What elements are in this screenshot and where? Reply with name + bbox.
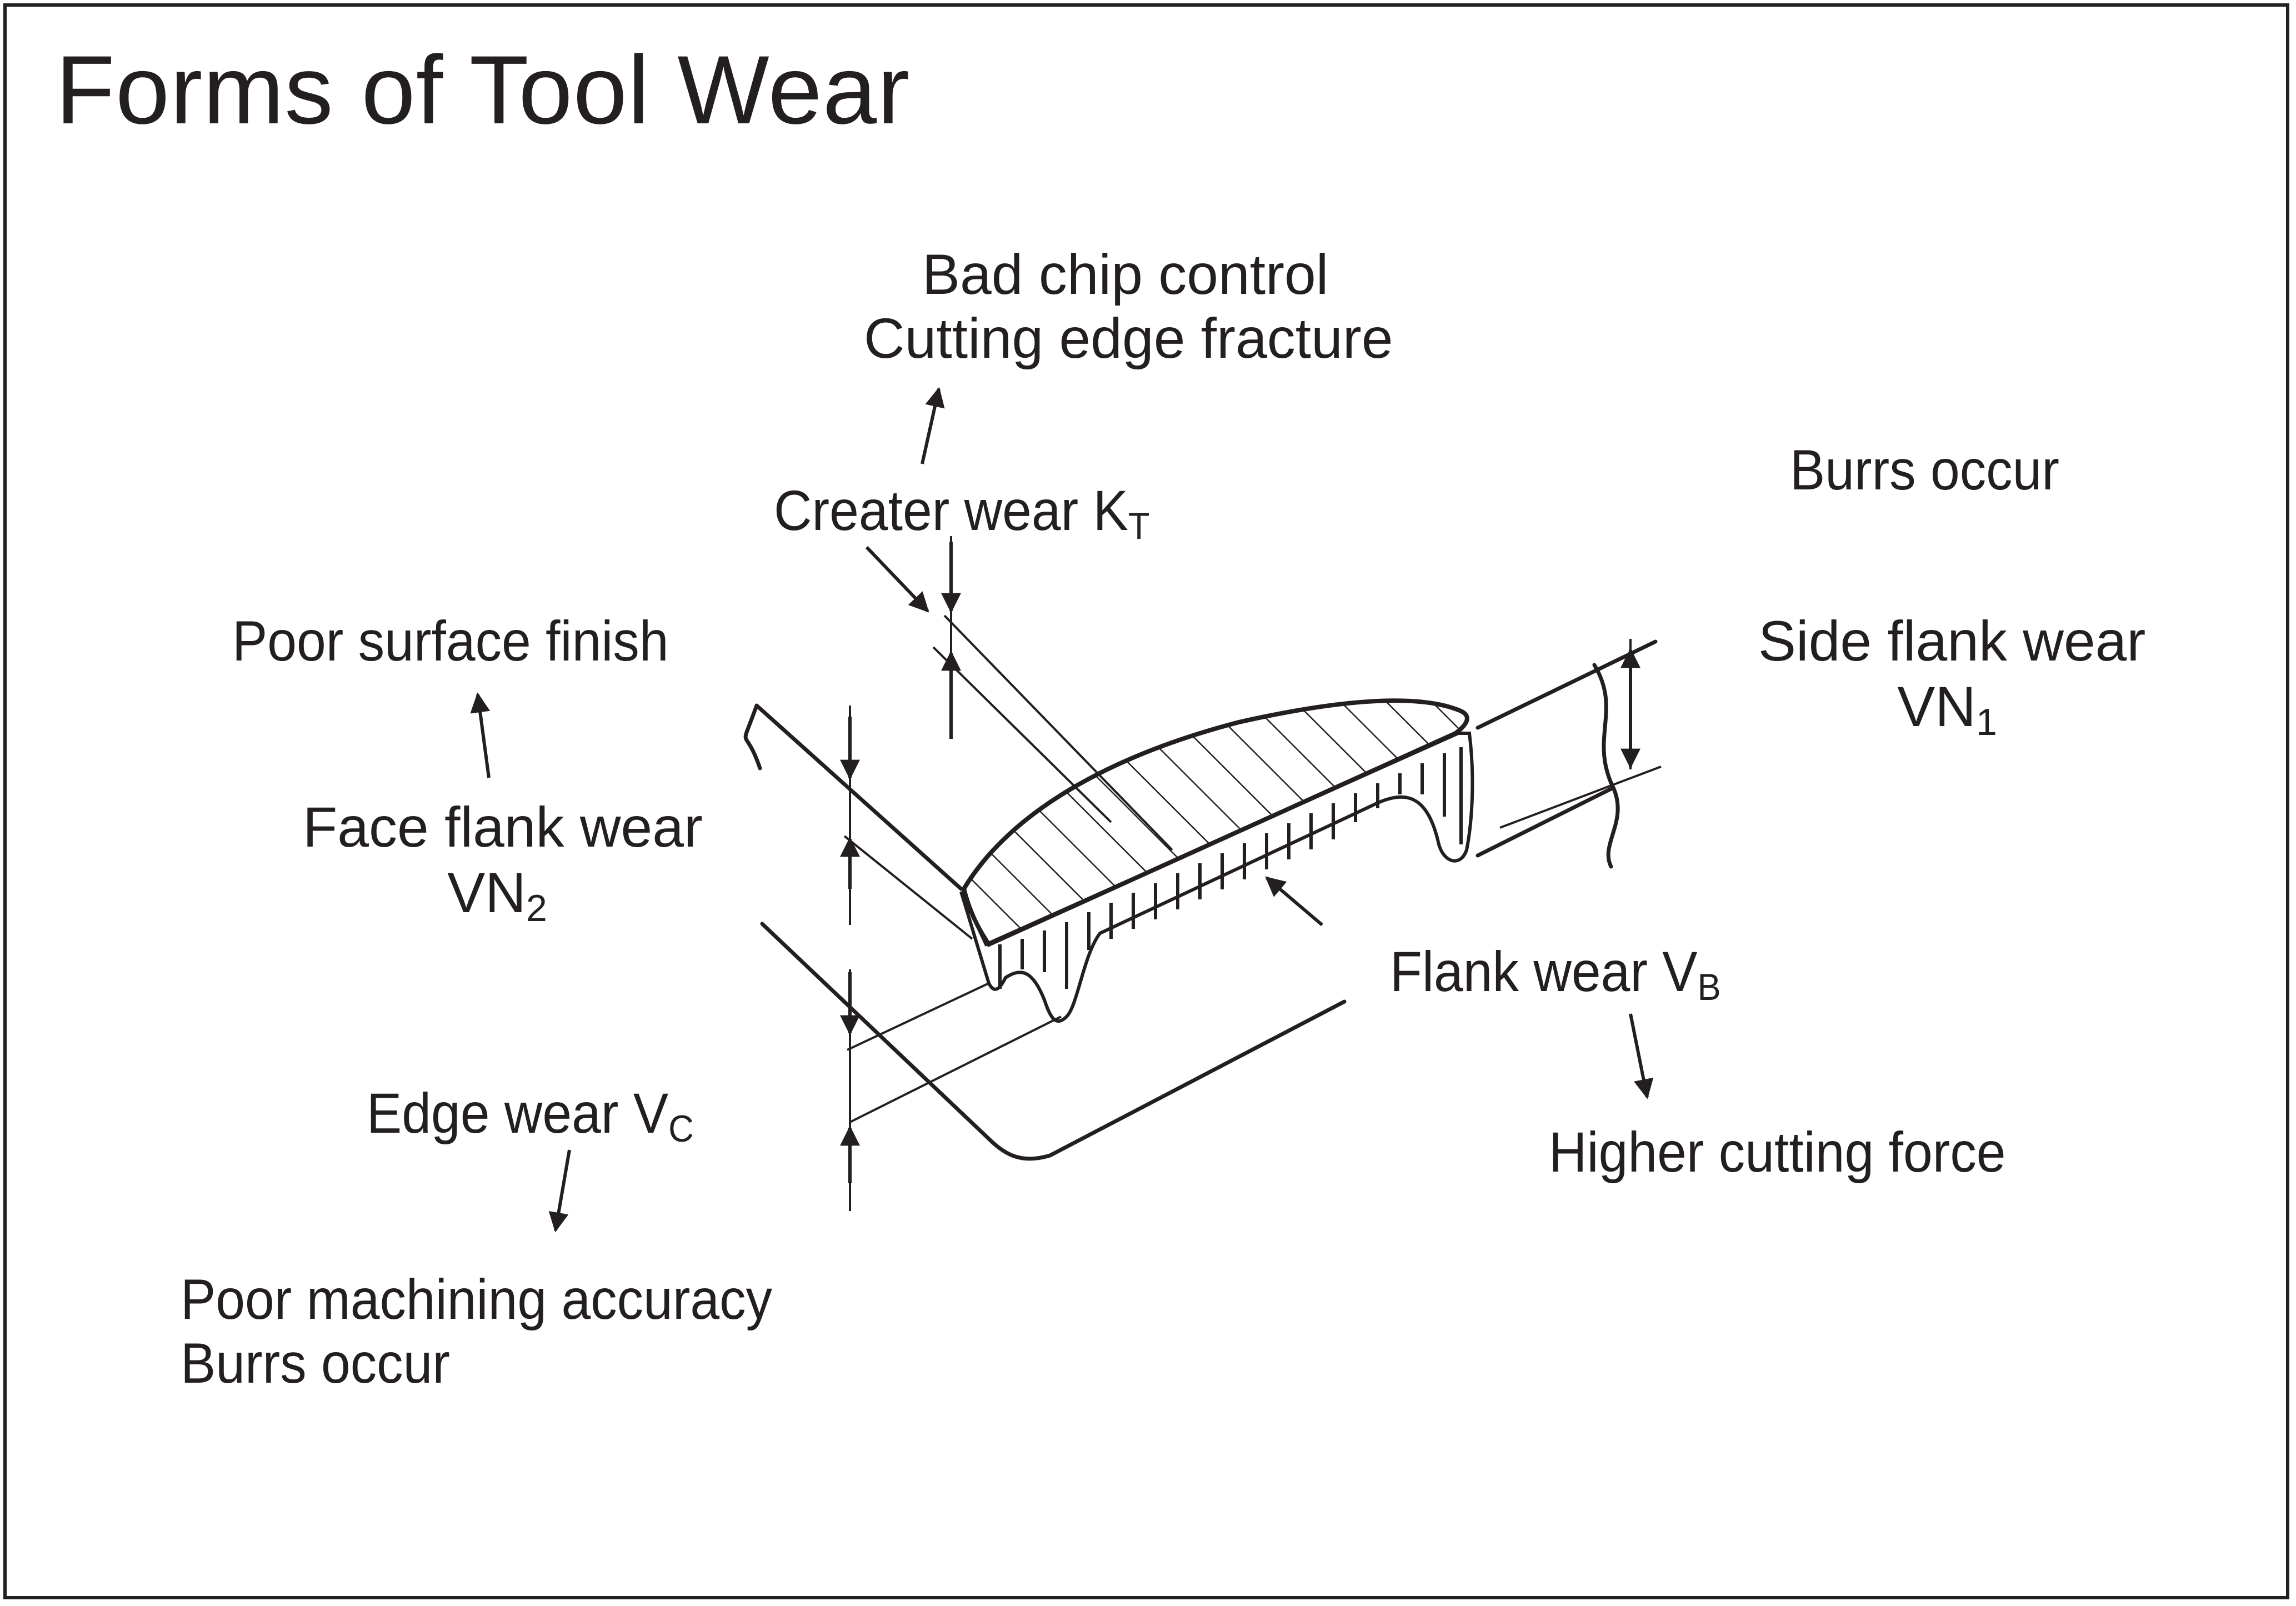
leader-and-dimension-lines (843, 536, 1662, 1211)
label-higher-cutting-force: Higher cutting force (1549, 1120, 2006, 1184)
label-poor-machining-accuracy: Poor machining accuracy (181, 1268, 773, 1331)
face-flank-wear-text: Face flank wear (303, 796, 703, 859)
callout-arrows (470, 387, 1654, 1233)
label-edge-wear: Edge wear VC (367, 1080, 694, 1148)
label-side-flank-wear: Side flank wear VN1 (1758, 608, 2146, 741)
arrow-to-poor-surface-finish (470, 692, 491, 778)
arrow-to-poor-machining (548, 1149, 571, 1233)
crater-wear-area (961, 698, 1469, 948)
edge-wear-text: Edge wear V (367, 1082, 669, 1145)
side-flank-wear-text: Side flank wear (1758, 609, 2146, 673)
flank-wear-land (959, 732, 1474, 1023)
arrow-to-bad-chip-control (921, 387, 945, 464)
label-poor-surface-finish: Poor surface finish (232, 609, 669, 673)
face-flank-symbol-subscript: 2 (526, 887, 547, 929)
side-flank-wear-symbol: VN1 (1758, 674, 2136, 741)
crater-wear-text: Creater wear K (774, 479, 1128, 542)
label-bad-chip-control: Bad chip control (922, 243, 1329, 306)
side-flank-symbol-text: VN (1897, 675, 1976, 738)
side-flank-symbol-subscript: 1 (1975, 701, 1997, 743)
rake-face-left-edge (743, 703, 963, 891)
crater-wear-subscript: T (1128, 505, 1150, 547)
label-face-flank-wear: Face flank wear VN2 (303, 794, 703, 927)
tool-right-bottom-edge (1475, 787, 1613, 858)
tool-lower-outline (760, 922, 1347, 1161)
face-flank-wear-symbol: VN2 (303, 860, 692, 927)
arrow-crater-to-edge (865, 546, 929, 613)
arrow-to-flank-wear (1265, 876, 1323, 927)
label-flank-wear: Flank wear VB (1390, 939, 1721, 1006)
edge-wear-subscript: C (668, 1108, 694, 1150)
arrow-to-higher-cutting-force (1629, 1013, 1654, 1099)
figure-title: Forms of Tool Wear (56, 36, 911, 144)
tool-body (743, 639, 1658, 1161)
label-burrs-occur-left: Burrs occur (181, 1332, 450, 1395)
dimension-arrows (840, 542, 1640, 1183)
label-crater-wear: Creater wear KT (774, 478, 1150, 545)
face-flank-symbol-text: VN (447, 861, 526, 924)
label-cutting-edge-fracture: Cutting edge fracture (864, 307, 1393, 370)
tool-right-break (1592, 663, 1620, 869)
label-burrs-occur-right: Burrs occur (1790, 438, 2059, 502)
flank-wear-text: Flank wear V (1390, 940, 1698, 1003)
flank-wear-subscript: B (1697, 966, 1721, 1008)
